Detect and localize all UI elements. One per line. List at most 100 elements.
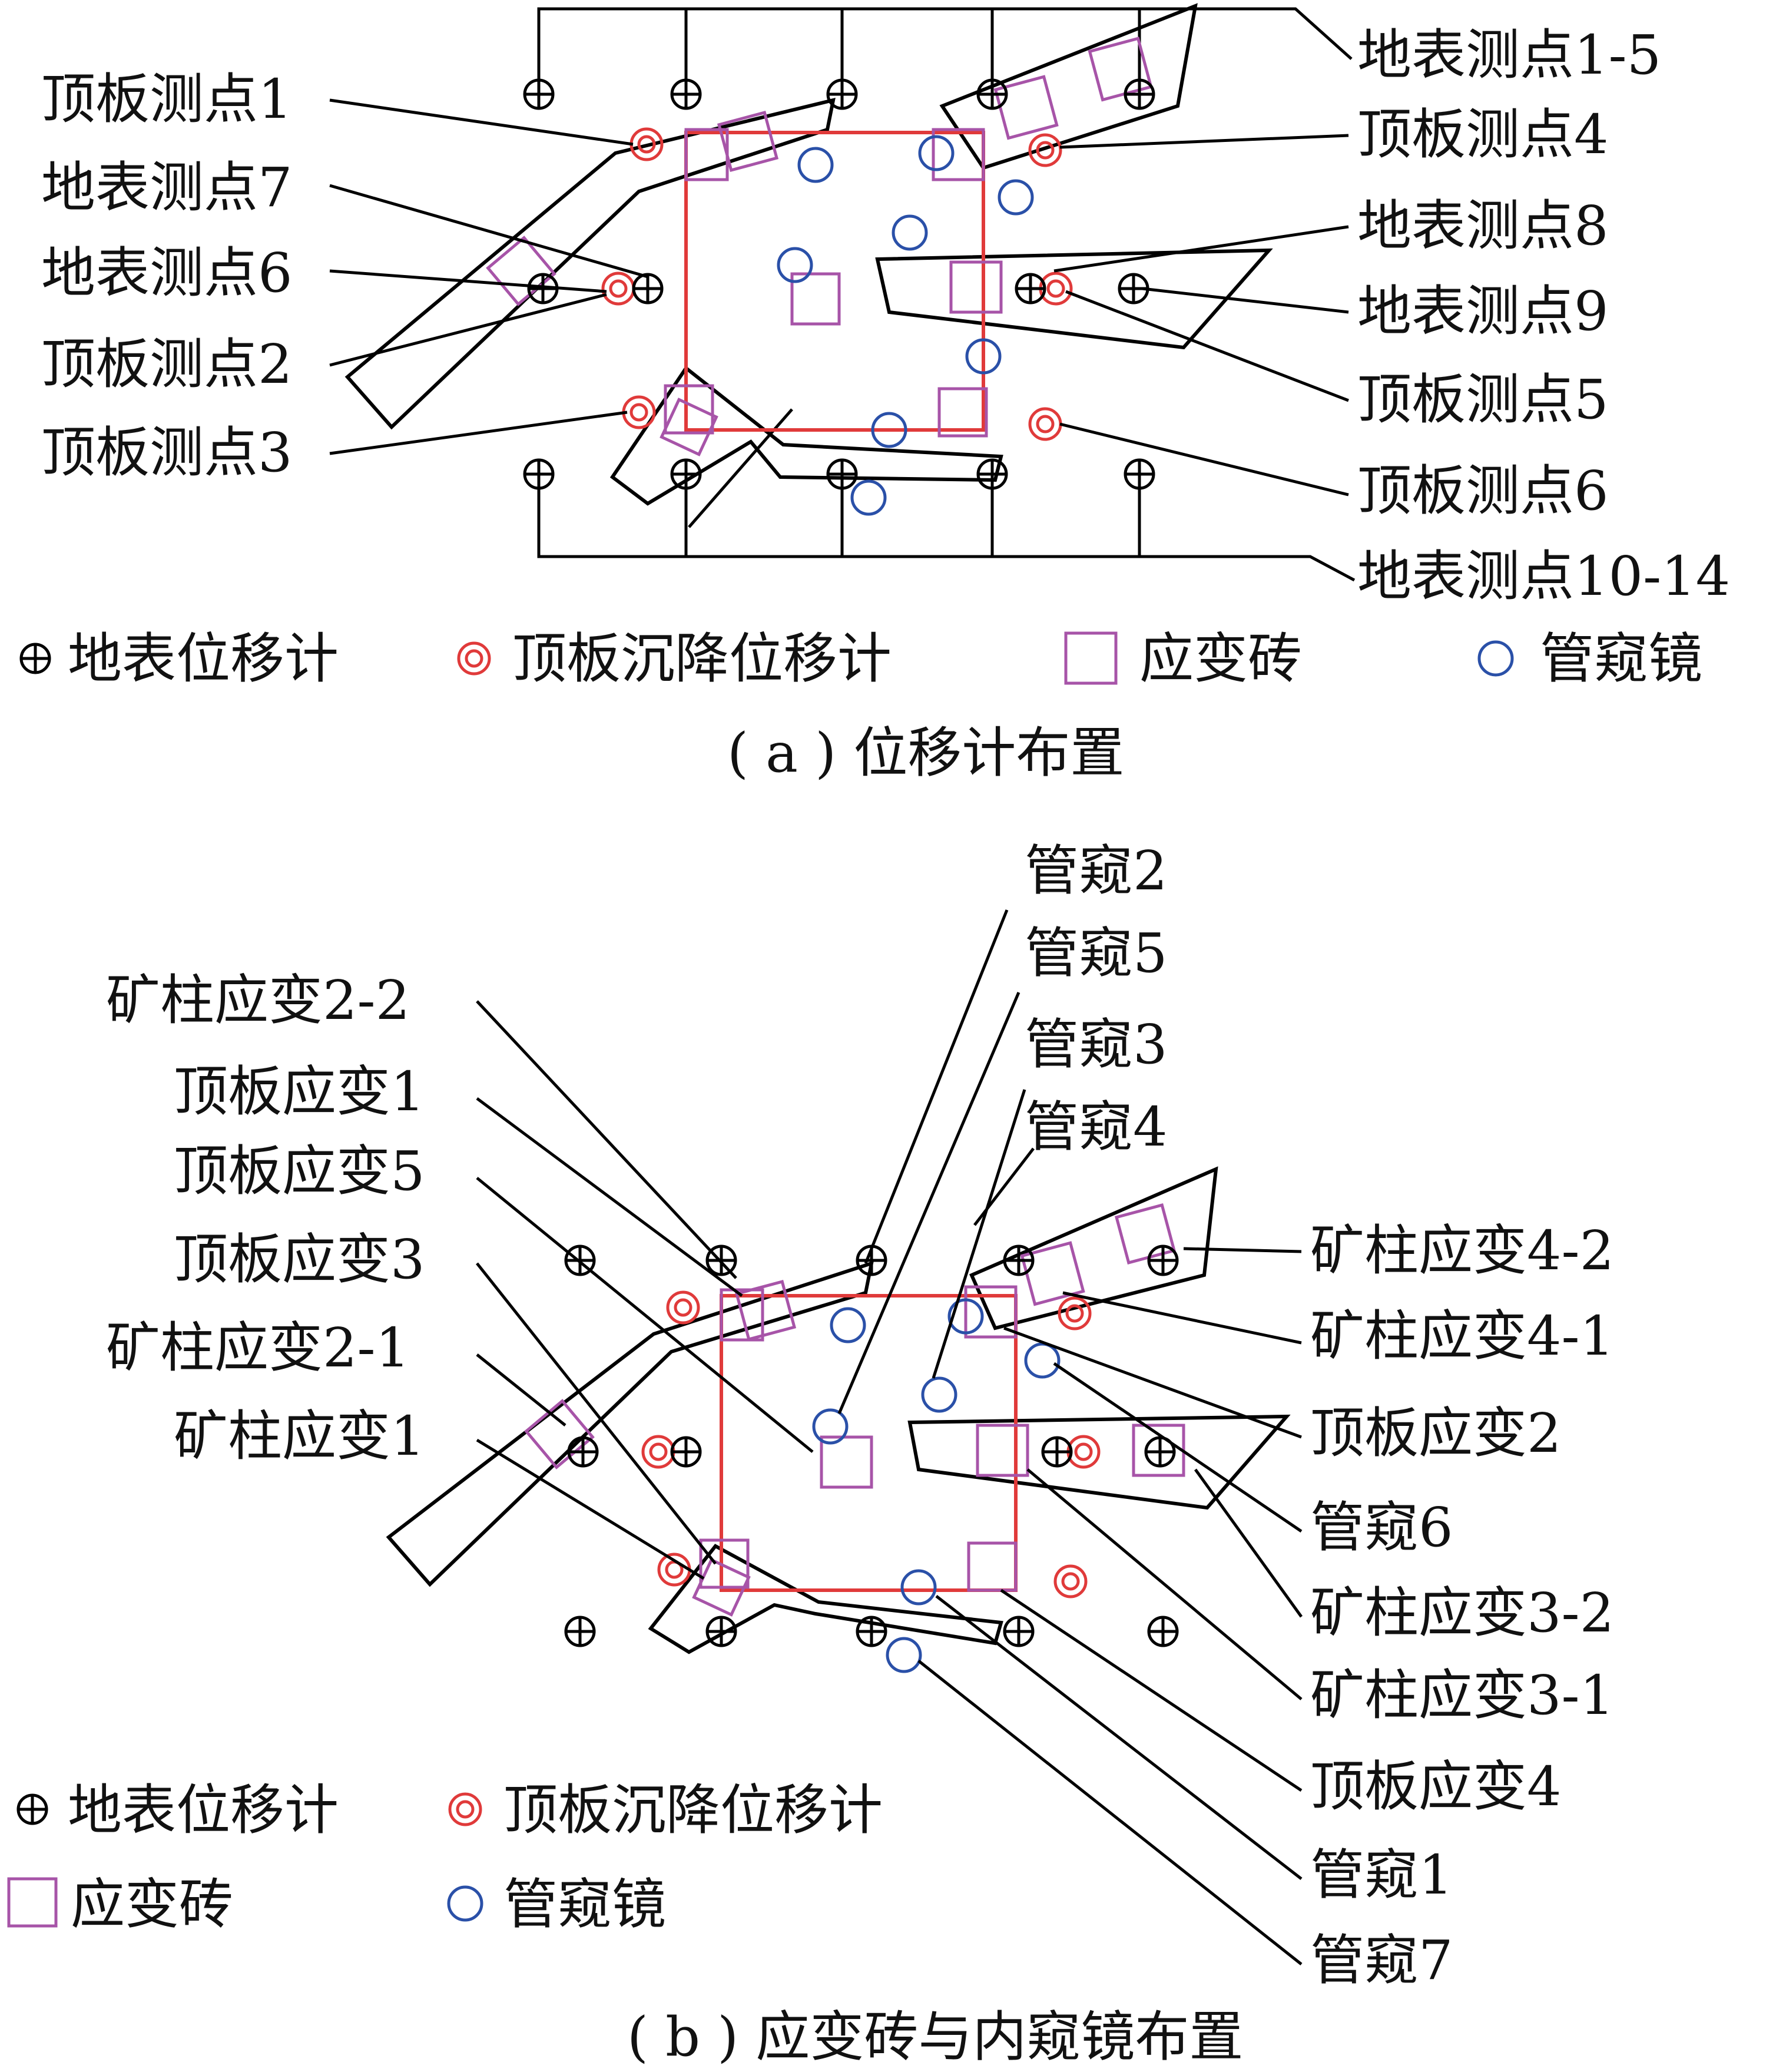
surface-gauge — [1147, 1616, 1179, 1647]
surface-gauge — [1041, 1436, 1073, 1468]
strain-brick — [1020, 1241, 1085, 1306]
strain-brick — [967, 1541, 1018, 1592]
surface-gauge — [632, 273, 664, 304]
surface-gauge-icon — [19, 643, 51, 674]
strain-brick — [1088, 37, 1153, 102]
surface-gauge — [1003, 1616, 1035, 1647]
roof-gauge-4 — [1028, 133, 1062, 167]
surface-wire-bottom — [537, 489, 1356, 582]
label-roof-6: 顶板测点6 — [1357, 459, 1609, 522]
surface-gauge — [1124, 78, 1155, 110]
surface-gauge — [670, 78, 702, 110]
label-roof-strain-1: 顶板应变1 — [174, 1060, 425, 1123]
legend-a: 地表位移计 顶板沉降位移计 应变砖 管窥镜 — [19, 627, 1702, 690]
legend-b-surface: 地表位移计 — [68, 1779, 339, 1842]
label-roof-strain-2: 顶板应变2 — [1310, 1402, 1562, 1465]
strain-brick — [664, 384, 714, 435]
strain-brick — [976, 1424, 1029, 1477]
label-roof-strain-4: 顶板应变4 — [1310, 1755, 1562, 1818]
borescope — [812, 1408, 849, 1445]
surface-gauge — [976, 78, 1008, 110]
surface-gauge — [976, 458, 1008, 490]
upper-right-block-b — [969, 1166, 1218, 1330]
surface-gauge — [1144, 1436, 1176, 1468]
surface-gauge — [564, 1616, 596, 1647]
roof-gauge — [666, 1290, 700, 1325]
borescope — [797, 147, 834, 183]
legend-b: 地表位移计 顶板沉降位移计 应变砖 管窥镜 — [7, 1779, 883, 1936]
label-roof-2: 顶板测点2 — [41, 333, 293, 396]
panel-b-strain-borescope-layout: 矿柱应变2-2 顶板应变1 顶板应变5 顶板应变3 矿柱应变2-1 矿柱应变1 … — [7, 839, 1614, 2068]
borescope-icon — [1477, 640, 1514, 677]
borescope — [900, 1569, 937, 1606]
strain-brick — [660, 398, 718, 456]
legend-a-surface: 地表位移计 — [68, 627, 339, 690]
borescope — [871, 412, 907, 448]
lower-left-block — [609, 365, 1003, 506]
upper-right-block — [939, 3, 1198, 170]
label-scope-2: 管窥2 — [1025, 839, 1168, 902]
panel-a-displacement-layout: 地表测点1-5 顶板测点1 顶板测点4 地表测点7 地表测点8 地表测点6 地表… — [19, 3, 1730, 785]
surface-gauge — [670, 1436, 702, 1468]
strain-brick — [699, 1538, 750, 1589]
surface-gauges — [523, 78, 1155, 490]
surface-gauge — [1015, 273, 1046, 304]
label-surface-8: 地表测点8 — [1357, 194, 1609, 257]
strain-brick — [717, 110, 779, 173]
roof-gauge-2 — [601, 272, 635, 306]
roof-gauge-icon — [457, 641, 491, 676]
surface-gauge — [523, 78, 555, 110]
roof-gauge — [1066, 1435, 1101, 1469]
surface-wire-top — [537, 7, 1353, 94]
right-wedge-block — [875, 248, 1273, 350]
roof-gauge — [1058, 1296, 1092, 1330]
surface-gauge — [567, 1436, 599, 1468]
borescope — [777, 247, 813, 283]
label-scope-3: 管窥3 — [1025, 1013, 1168, 1076]
roof-gauge — [641, 1435, 675, 1469]
label-roof-strain-5: 顶板应变5 — [174, 1140, 425, 1203]
label-surface-6: 地表测点6 — [41, 241, 293, 304]
strain-brick-icon — [1064, 631, 1118, 685]
surface-gauge — [670, 458, 702, 490]
strain-brick — [734, 1279, 797, 1342]
roof-gauge-icon — [448, 1792, 482, 1826]
legend-a-brick: 应变砖 — [1139, 627, 1302, 690]
roof-gauge — [1053, 1564, 1088, 1598]
surface-gauge — [1147, 1244, 1179, 1276]
label-roof-strain-3: 顶板应变3 — [174, 1228, 425, 1291]
leader-lines — [329, 98, 1349, 497]
goaf-room-b — [720, 1294, 1018, 1592]
surface-gauge-icon — [16, 1793, 48, 1825]
strain-brick — [949, 260, 1003, 314]
label-pillar-2-1: 矿柱应变2-1 — [106, 1316, 410, 1379]
surface-gauge — [1003, 1244, 1035, 1276]
label-roof-1: 顶板测点1 — [41, 68, 293, 131]
label-pillar-2-2: 矿柱应变2-2 — [106, 969, 410, 1032]
borescope — [1024, 1342, 1061, 1379]
label-surface-9: 地表测点9 — [1357, 280, 1609, 343]
legend-b-brick: 应变砖 — [71, 1873, 233, 1936]
borescope-icon — [447, 1885, 483, 1922]
strain-bricks — [486, 37, 1153, 456]
surface-gauge — [523, 458, 555, 490]
legend-a-roof: 顶板沉降位移计 — [512, 627, 892, 690]
strain-brick — [820, 1435, 873, 1489]
borescopes — [777, 135, 1034, 516]
goaf-room — [684, 131, 985, 432]
label-scope-1: 管窥1 — [1310, 1843, 1453, 1906]
label-pillar-4-1: 矿柱应变4-1 — [1310, 1305, 1614, 1368]
borescope — [830, 1307, 866, 1343]
borescope — [965, 338, 1002, 375]
legend-a-scope: 管窥镜 — [1540, 627, 1702, 690]
strain-brick-icon — [7, 1877, 58, 1928]
strain-brick — [720, 1288, 764, 1342]
label-surface-10-14: 地表测点10-14 — [1357, 545, 1730, 608]
label-roof-4: 顶板测点4 — [1357, 103, 1609, 166]
left-diagonal-block — [344, 97, 836, 430]
roof-gauge-3 — [622, 395, 656, 429]
label-pillar-4-2: 矿柱应变4-2 — [1310, 1219, 1614, 1282]
borescopes-b — [812, 1298, 1061, 1673]
